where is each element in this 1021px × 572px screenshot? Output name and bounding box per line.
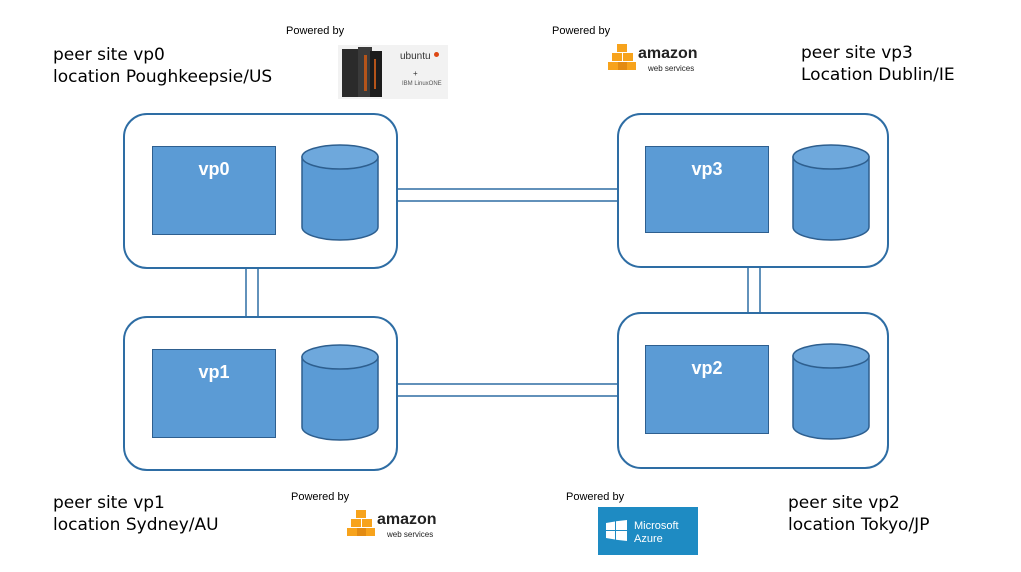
site-name: peer site vp2 xyxy=(788,493,900,513)
aws-logo-vp3: amazon web services xyxy=(608,42,704,76)
peer-node-vp3: vp3 xyxy=(617,113,889,268)
azure-logo: Microsoft Azure xyxy=(598,507,698,555)
peer-node-vp0: vp0 xyxy=(123,113,398,269)
link-vp3-vp2 xyxy=(747,267,761,313)
vp-label: vp0 xyxy=(198,159,230,179)
link-vp0-vp1 xyxy=(245,268,259,317)
ubuntu-linuxone-logo: ubuntu + IBM LinuxONE xyxy=(338,45,448,99)
ubuntu-wordmark: ubuntu xyxy=(400,51,431,62)
powered-by-vp2: Powered by xyxy=(566,491,625,503)
vp-label: vp1 xyxy=(198,362,230,382)
microsoft-wordmark: Microsoft xyxy=(634,520,679,532)
powered-by-vp1: Powered by xyxy=(291,491,350,503)
aws-webservices-wordmark: web services xyxy=(387,530,434,539)
site-name: peer site vp1 xyxy=(53,493,165,513)
vp-label: vp3 xyxy=(691,159,723,179)
vp-box-vp1: vp1 xyxy=(152,349,276,438)
aws-cubes-icon xyxy=(608,44,636,70)
site-label-vp3: peer site vp3 Location Dublin/IE xyxy=(801,42,955,86)
aws-webservices-wordmark: web services xyxy=(648,64,695,73)
aws-logo-vp1: amazon web services xyxy=(347,508,443,542)
powered-by-vp3: Powered by xyxy=(552,25,611,37)
aws-cubes-icon xyxy=(347,510,375,536)
site-name: peer site vp3 xyxy=(801,43,913,63)
database-icon xyxy=(792,343,870,440)
logo-plus: + xyxy=(413,69,418,78)
ubuntu-circle-icon xyxy=(434,52,439,57)
database-icon xyxy=(301,144,379,241)
peer-node-vp2: vp2 xyxy=(617,312,889,469)
azure-wordmark: Azure xyxy=(634,533,663,545)
site-label-vp0: peer site vp0 location Poughkeepsie/US xyxy=(53,44,272,88)
site-location: location Poughkeepsie/US xyxy=(53,67,273,87)
aws-amazon-wordmark: amazon xyxy=(638,45,698,62)
vp-box-vp3: vp3 xyxy=(645,146,769,233)
database-icon xyxy=(301,344,379,441)
site-label-vp2: peer site vp2 location Tokyo/JP xyxy=(788,492,929,536)
link-vp0-vp3 xyxy=(398,188,617,202)
database-icon xyxy=(792,144,870,241)
peer-node-vp1: vp1 xyxy=(123,316,398,471)
aws-amazon-wordmark: amazon xyxy=(377,511,437,528)
site-label-vp1: peer site vp1 location Sydney/AU xyxy=(53,492,219,536)
vp-box-vp0: vp0 xyxy=(152,146,276,235)
linuxone-wordmark: IBM LinuxONE xyxy=(402,81,442,87)
site-location: location Tokyo/JP xyxy=(788,515,930,535)
link-vp1-vp2 xyxy=(398,383,617,397)
windows-icon xyxy=(606,520,627,541)
vp-label: vp2 xyxy=(691,358,723,378)
vp-box-vp2: vp2 xyxy=(645,345,769,434)
site-location: location Sydney/AU xyxy=(53,515,219,535)
site-name: peer site vp0 xyxy=(53,45,165,65)
powered-by-vp0: Powered by xyxy=(286,25,345,37)
site-location: Location Dublin/IE xyxy=(801,65,955,85)
